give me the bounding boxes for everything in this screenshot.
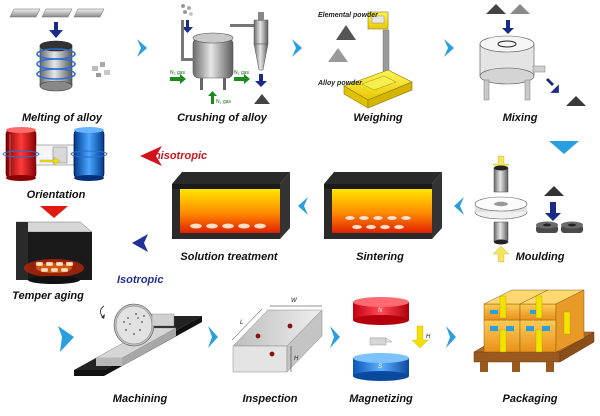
packaging-illustration: [473, 289, 595, 372]
field-h-label: H: [44, 150, 50, 159]
step-label-mixing: Mixing: [502, 112, 538, 124]
step-label-melting: Melting of alloy: [21, 112, 103, 124]
arrow-weighing-to-mixing: [444, 39, 454, 57]
inspect-l-label: L: [240, 320, 244, 326]
magnetizing-illustration: [353, 297, 429, 381]
mixing-illustration: [479, 4, 586, 106]
magnet-h-label: H: [426, 334, 431, 340]
step-label-orientation: Orientation: [26, 189, 86, 201]
step-label-crushing: Crushing of alloy: [177, 112, 267, 124]
gas-label-right: N₂ gas: [234, 70, 250, 76]
arrow-melting-to-crushing: [137, 39, 147, 57]
step-label-machining: Machining: [112, 393, 168, 405]
anisotropic-label: Anisotropic: [146, 150, 208, 162]
weighing-illustration: [328, 11, 413, 109]
step-label-weighing: Weighing: [353, 112, 403, 124]
step-label-inspection: Inspection: [242, 393, 298, 405]
isotropic-label: Isotropic: [117, 274, 164, 286]
arrow-moulding-to-sintering: [454, 197, 464, 215]
elemental-powder-label: Elemental powder: [318, 12, 378, 19]
orientation-illustration: [2, 127, 108, 181]
arrow-temper-to-machining: [58, 326, 74, 352]
gas-label-left: N₂ gas: [170, 70, 186, 76]
inspect-w-label: W: [291, 298, 297, 304]
step-label-temper: Temper aging: [12, 290, 84, 302]
north-pole-label: N: [378, 308, 383, 314]
inspect-h-label: H: [294, 356, 299, 362]
arrow-crushing-to-weighing: [292, 39, 302, 57]
alloy-powder-label: Alloy powder: [318, 80, 362, 87]
arrow-machining-to-inspection: [208, 326, 218, 348]
step-label-magnetizing: Magnetizing: [349, 393, 413, 405]
step-label-moulding: Moulding: [515, 251, 565, 263]
gas-label-bottom: N₂ gas: [216, 99, 232, 105]
melting-illustration: [9, 8, 110, 92]
sintering-illustration: [324, 172, 442, 239]
machining-illustration: [74, 303, 202, 376]
arrow-magnetizing-to-packaging: [446, 326, 456, 348]
moulding-illustration: [474, 155, 583, 263]
arrow-anisotropic: [140, 146, 162, 166]
step-label-sintering: Sintering: [356, 251, 404, 263]
arrow-mixing-down: [549, 141, 579, 154]
crushing-illustration: [170, 4, 270, 104]
step-label-solution: Solution treatment: [180, 251, 278, 263]
arrow-inspection-to-magnetizing: [330, 326, 340, 348]
solution-treatment-illustration: [172, 172, 290, 239]
arrow-sintering-to-solution: [298, 197, 308, 215]
south-pole-label: S: [378, 364, 383, 370]
temper-aging-illustration: [15, 221, 93, 284]
step-label-packaging: Packaging: [502, 393, 558, 405]
inspection-illustration: [231, 305, 323, 373]
arrow-orientation-down: [40, 206, 68, 218]
arrow-isotropic: [132, 234, 148, 252]
flow-arrows: [40, 39, 579, 352]
